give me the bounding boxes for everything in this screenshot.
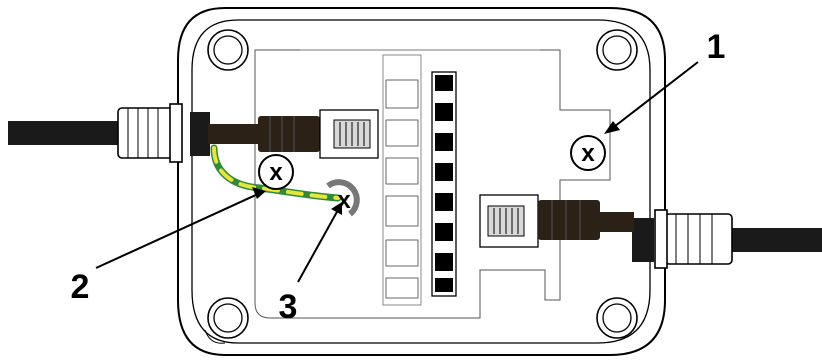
ground-lug — [326, 179, 360, 217]
pcb-slot-column — [382, 54, 422, 306]
mounting-hole-bottom-left — [204, 297, 249, 344]
ground-wire — [210, 144, 342, 202]
mounting-hole-top-left — [207, 29, 249, 71]
callout-1: 1 — [707, 28, 726, 66]
left-rj45-plug — [208, 116, 320, 152]
left-rj45-jack — [319, 109, 379, 159]
leader-arrow-1 — [604, 61, 699, 134]
leader-arrow-2 — [95, 187, 266, 269]
mounting-hole-top-right — [596, 29, 638, 71]
leader-arrow-3 — [297, 202, 342, 283]
right-cable-gland — [632, 209, 733, 269]
terminal-strip — [431, 71, 457, 297]
mounting-hole-bottom-right — [596, 297, 638, 339]
callout-2: 2 — [71, 268, 90, 306]
left-cable — [8, 121, 118, 145]
screw-1-mark: x — [581, 140, 595, 167]
callout-3: 3 — [279, 288, 298, 326]
left-cable-gland — [117, 103, 210, 163]
screw-1: x — [570, 135, 606, 171]
screw-2-mark: x — [269, 159, 283, 186]
right-rj45-plug — [538, 200, 634, 240]
right-cable — [730, 228, 822, 252]
right-rj45-jack — [479, 194, 539, 248]
screw-2: x — [258, 154, 294, 190]
